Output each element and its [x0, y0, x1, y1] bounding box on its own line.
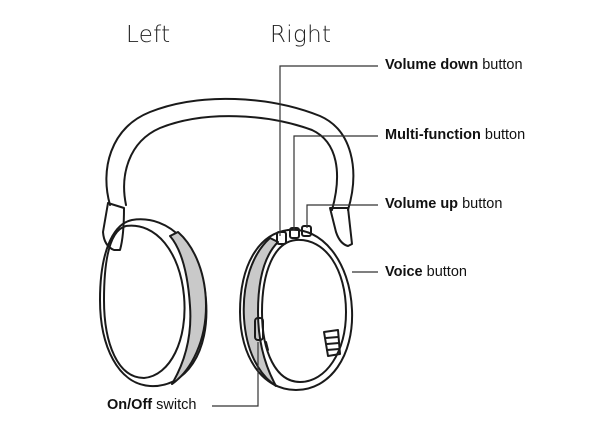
- right-earcup-face: [261, 238, 347, 383]
- callout-multi-function-suffix: button: [484, 127, 526, 143]
- callout-volume-up-name: Volume up: [385, 196, 459, 212]
- callout-voice-suffix: button: [426, 264, 467, 280]
- right-hinge: [329, 207, 353, 247]
- right-label: Right: [270, 22, 332, 48]
- callout-multi-function-name: Multi-function: [385, 127, 481, 143]
- leader-volume-down: [279, 65, 378, 236]
- leader-on-off: [212, 342, 259, 407]
- microphone-boom: [323, 329, 341, 357]
- left-shell: [103, 224, 186, 379]
- left-label: Left: [126, 22, 171, 48]
- callout-voice: Voice button: [385, 264, 467, 280]
- left-hinge: [102, 202, 125, 251]
- left-cushion: [169, 231, 207, 385]
- callout-volume-up: Volume up button: [385, 196, 502, 212]
- headband-inner: [123, 115, 339, 211]
- callout-on-off-name: On/Off: [107, 397, 153, 413]
- callout-multi-function: Multi-function button: [385, 127, 525, 143]
- leader-multi-function: [293, 135, 378, 230]
- callout-on-off-suffix: switch: [156, 397, 197, 413]
- volume-down-key: [276, 231, 287, 245]
- headband: [105, 97, 355, 211]
- callout-volume-down-name: Volume down: [385, 57, 479, 73]
- callout-volume-down: Volume down button: [385, 57, 523, 73]
- callout-volume-up-suffix: button: [462, 196, 503, 212]
- on-off-switch: [254, 317, 264, 341]
- callout-on-off: On/Off switch: [107, 397, 196, 413]
- leader-volume-up: [306, 204, 378, 228]
- callout-voice-name: Voice: [385, 264, 423, 280]
- callout-volume-down-suffix: button: [482, 57, 523, 73]
- right-earcup: [239, 228, 354, 391]
